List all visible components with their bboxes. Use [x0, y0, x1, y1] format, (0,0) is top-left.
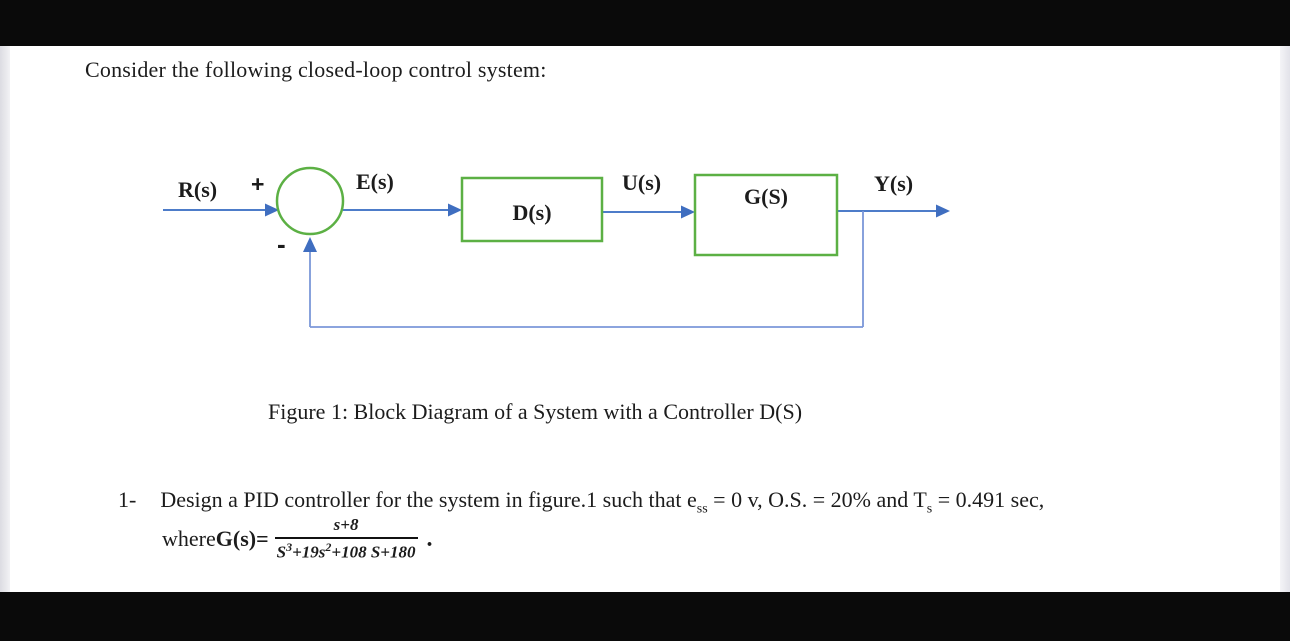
- controller-block-label: D(s): [512, 200, 552, 225]
- task-number: 1-: [118, 487, 137, 512]
- fraction-denominator: S3+19s2+108 S+180: [274, 536, 418, 562]
- task-text-part2: = 0 v, O.S. = 20% and T: [707, 487, 927, 512]
- plus-sign: +: [251, 171, 265, 197]
- plant-block: [693, 173, 839, 257]
- subscript-s: s: [926, 501, 933, 517]
- where-text: where: [162, 526, 216, 552]
- subscript-ss: ss: [696, 501, 708, 517]
- task-text-line1: 1- Design a PID controller for the system…: [118, 487, 1044, 517]
- top-black-bar: [0, 0, 1290, 46]
- fraction-numerator: s+8: [333, 515, 359, 534]
- signal-label-output: Y(s): [874, 171, 914, 196]
- denominator-exp2: 2: [325, 539, 332, 554]
- transfer-function-name: G(s): [215, 526, 257, 552]
- signal-label-error: E(s): [356, 169, 394, 194]
- denominator-s: S: [276, 542, 287, 562]
- task-text-line2: where G(s) = s+8 S3+19s2+108 S+180 .: [162, 515, 433, 562]
- input-arrowhead-icon: [265, 203, 279, 217]
- minus-sign: -: [277, 229, 286, 259]
- right-page-edge: [1280, 46, 1290, 592]
- document-page: [10, 46, 1280, 592]
- task-text-part1: Design a PID controller for the system i…: [160, 487, 697, 512]
- transfer-function-fraction: s+8 S3+19s2+108 S+180: [274, 515, 418, 562]
- denominator-exp3: 3: [286, 539, 293, 554]
- control-arrowhead-icon: [681, 205, 695, 219]
- task-text-part3: = 0.491 sec,: [932, 487, 1045, 512]
- denominator-tail: +108 S+180: [331, 542, 416, 562]
- figure-caption: Figure 1: Block Diagram of a System with…: [268, 399, 803, 424]
- controller-block: [460, 176, 604, 243]
- signal-label-control: U(s): [622, 170, 662, 195]
- denominator-19s: +19s: [292, 542, 326, 562]
- feedback-arrowhead-icon: [303, 237, 317, 252]
- summing-junction-circle: [275, 166, 345, 236]
- equals-sign: =: [256, 526, 269, 552]
- plant-block-label: G(S): [744, 184, 788, 209]
- sentence-period: .: [426, 525, 433, 552]
- heading-text: Consider the following closed-loop contr…: [85, 57, 547, 82]
- error-arrowhead-icon: [448, 203, 462, 217]
- output-arrowhead-icon: [936, 204, 950, 218]
- left-page-edge: [0, 46, 10, 592]
- bottom-black-bar: [0, 592, 1290, 641]
- signal-label-input: R(s): [178, 177, 218, 202]
